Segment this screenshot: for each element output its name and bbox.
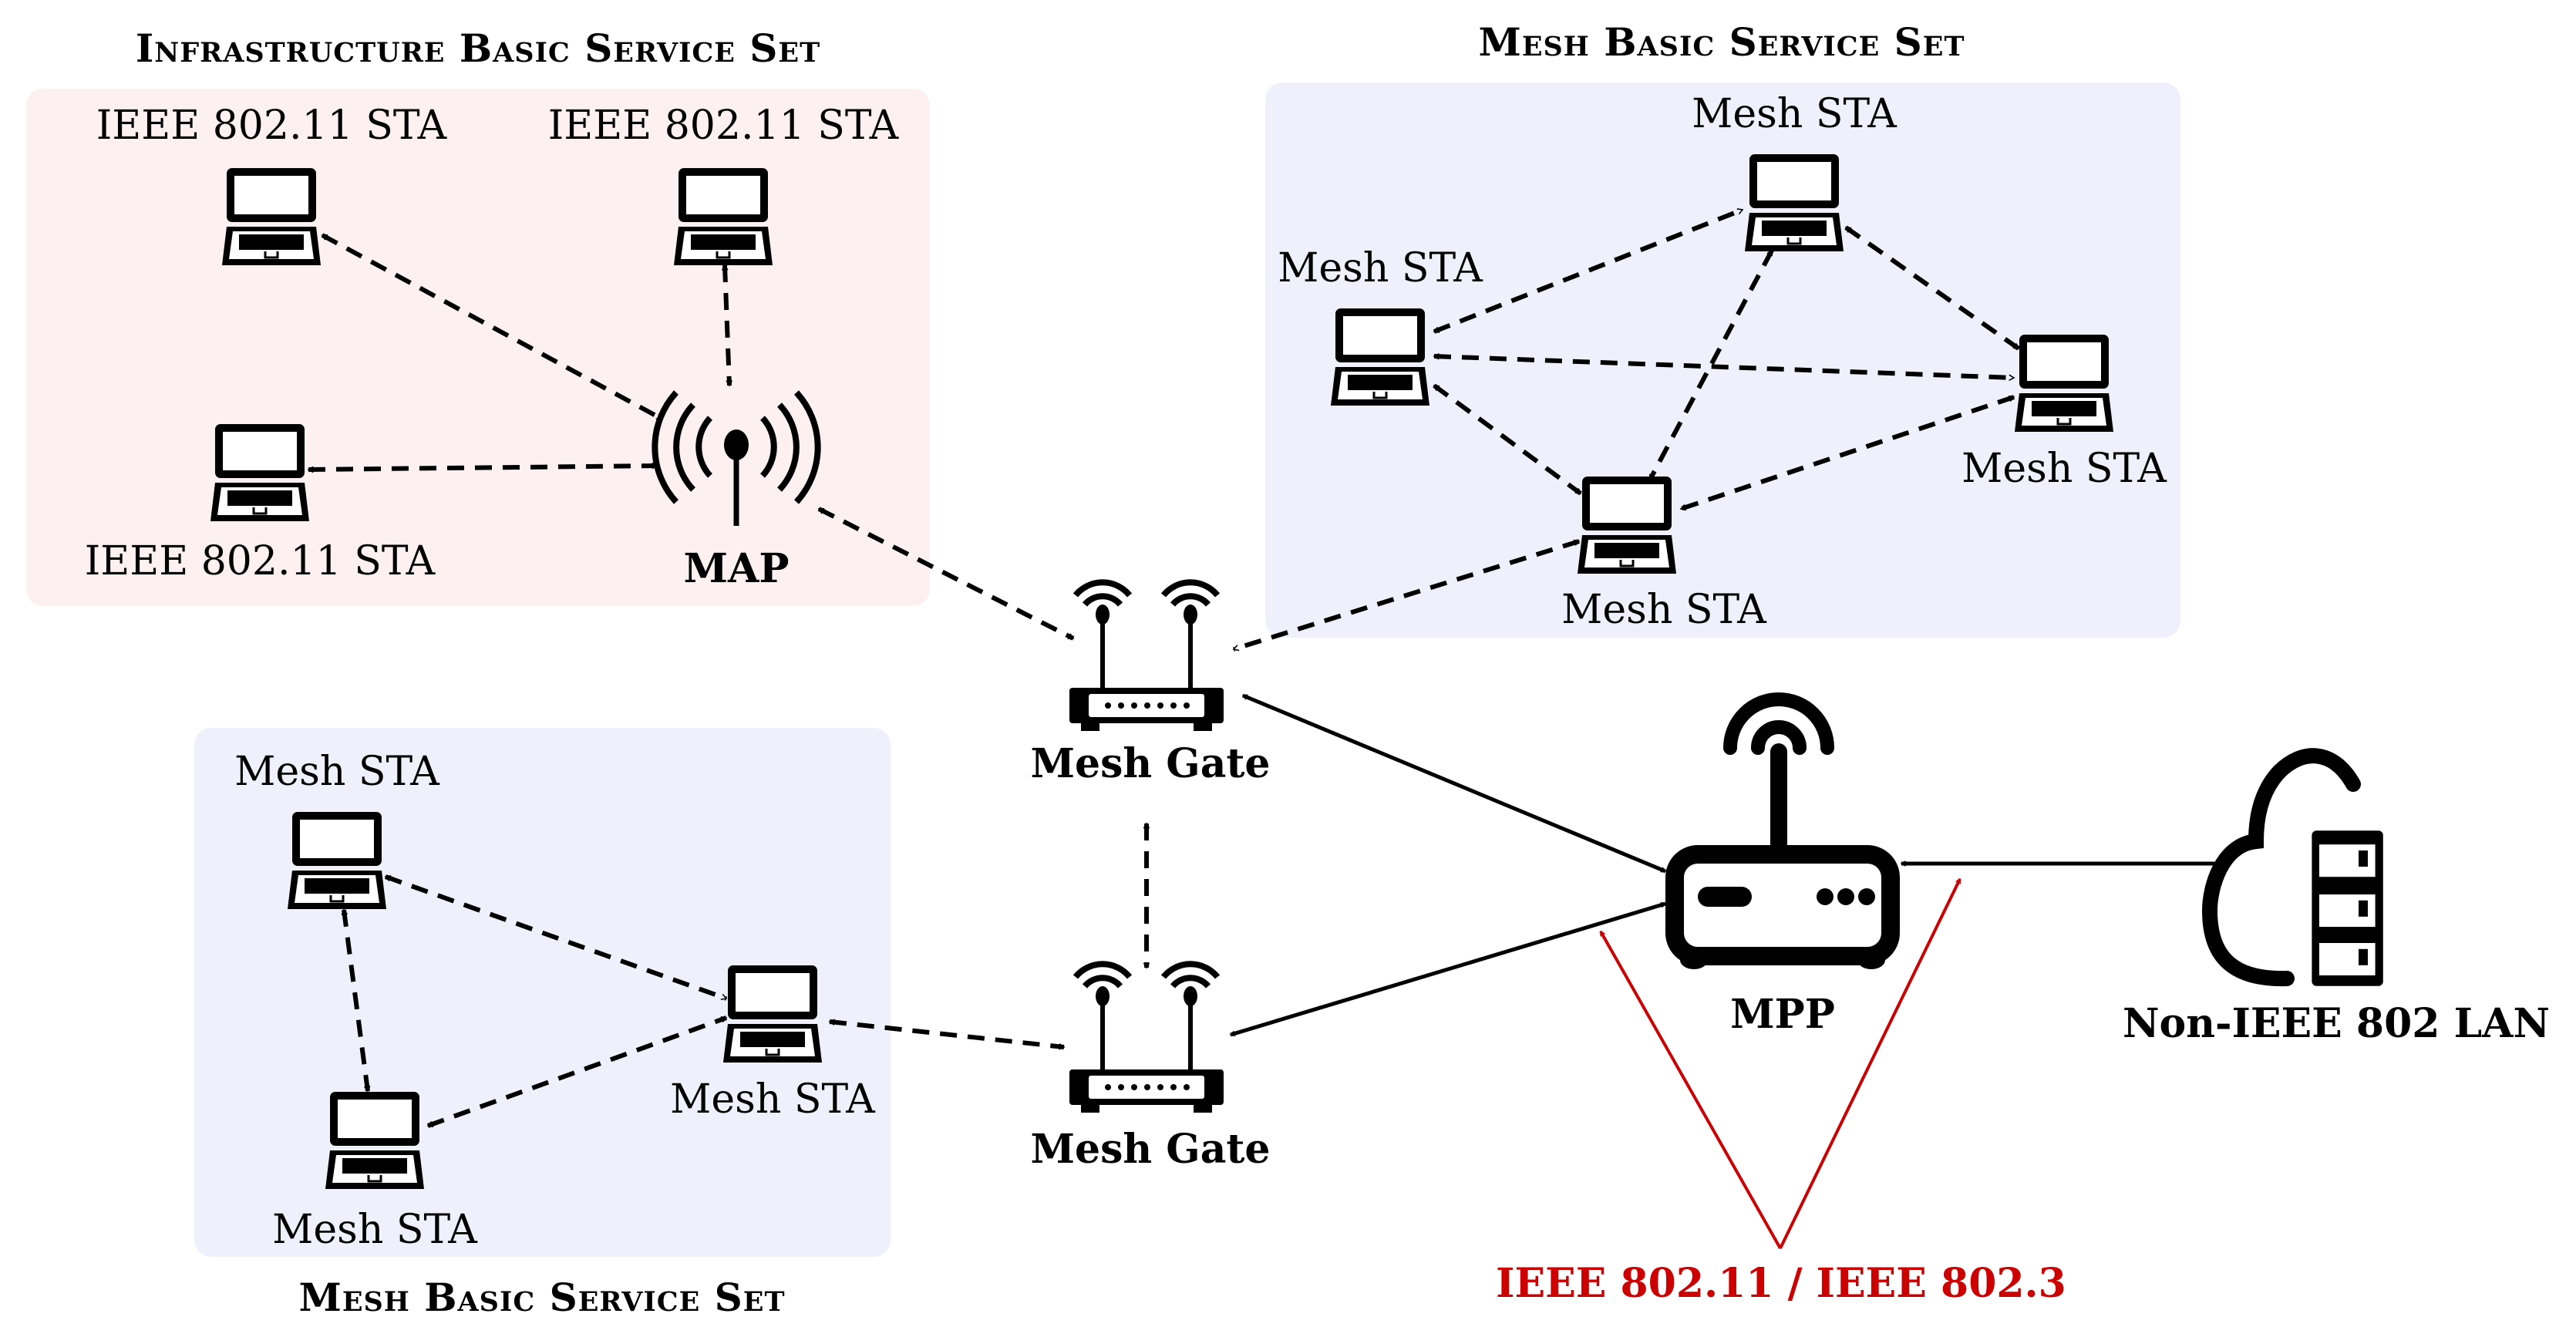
edges-mesh-top [1232,207,2020,652]
node-map[interactable]: MAP [652,390,821,592]
edge-mbb-mbr [426,1015,728,1128]
edge-mtr-mtb [1679,395,2015,511]
edge-mtt-mtb [1648,249,1774,481]
node-ieee-sta-3[interactable]: IEEE 802.11 STA [85,423,436,584]
node-label: Mesh Gate [1030,1126,1270,1173]
edge-gate1-mpp [1241,693,1667,874]
annotation-lines [1599,877,1961,1249]
node-mesh-gate-1[interactable]: Mesh Gate [1030,582,1271,787]
edge-mbr-gate2 [828,1019,1066,1050]
laptop-icon [1743,153,1845,253]
laptop-icon [286,810,388,911]
node-label: MAP [683,545,789,592]
node-mesh-sta-top-3[interactable]: Mesh STA [1961,333,2167,492]
node-label: MPP [1730,991,1835,1038]
edges-mesh-bottom [341,874,1066,1128]
node-label: IEEE 802.11 STA [548,103,900,149]
annotation-line-left [1599,930,1782,1249]
node-label: Non-IEEE 802 LAN [2123,1000,2550,1047]
edge-sta3-map [307,462,658,473]
node-lan[interactable]: Non-IEEE 802 LAN [2123,748,2550,1047]
laptop-icon [672,167,774,267]
node-label: Mesh STA [1692,91,1897,137]
node-label: IEEE 802.11 STA [85,538,436,584]
edge-mtb-gate1 [1232,539,1581,652]
node-label: Mesh STA [670,1076,876,1123]
node-mesh-sta-top-1[interactable]: Mesh STA [1692,91,1897,253]
edge-sta2-map [721,264,733,387]
laptop-icon [722,964,823,1064]
node-label: Mesh STA [272,1207,478,1253]
router-icon [1069,964,1224,1113]
node-label: IEEE 802.11 STA [96,103,448,149]
edge-mbt-mbb [341,908,371,1093]
infrastructure-bss-title: Infrastructure Basic Service Set [136,25,820,71]
edges-backbone [1143,693,2222,1037]
laptop-icon [209,423,311,523]
node-mesh-sta-bot-2[interactable]: Mesh STA [272,1090,478,1253]
edge-sta1-map [321,233,663,421]
annotation-label: IEEE 802.11 / IEEE 802.3 [1496,1260,2066,1307]
node-ieee-sta-2[interactable]: IEEE 802.11 STA [548,103,900,267]
edges-infrastructure [307,233,1075,641]
laptop-icon [1576,475,1678,575]
edge-mtt-mtr [1844,225,2020,351]
node-mesh-sta-top-2[interactable]: Mesh STA [1278,245,1483,407]
node-ieee-sta-1[interactable]: IEEE 802.11 STA [96,103,448,267]
edge-gate2-mpp [1229,901,1667,1037]
node-label: Mesh STA [1561,587,1767,633]
node-mesh-gate-2[interactable]: Mesh Gate [1030,964,1271,1173]
mesh-bss-top-title: Mesh Basic Service Set [1478,19,1965,65]
laptop-icon [221,167,322,267]
edge-mbt-mbr [384,874,728,1001]
laptop-icon [324,1090,426,1191]
edge-mtl-mtb [1433,383,1582,496]
annotation-line-right [1779,877,1961,1249]
laptop-icon [1329,307,1431,407]
cloud-server-icon [2201,748,2383,987]
node-mesh-sta-bot-1[interactable]: Mesh STA [234,749,440,911]
edge-map-gate1 [817,507,1075,641]
node-mesh-sta-top-4[interactable]: Mesh STA [1561,475,1767,633]
infrastructure-bss-box [26,89,930,606]
node-label: Mesh STA [1278,245,1483,291]
router-icon [1069,582,1224,731]
node-mesh-sta-bot-3[interactable]: Mesh STA [670,964,876,1123]
node-label: Mesh STA [1961,446,2167,492]
node-label: Mesh Gate [1030,740,1270,787]
node-label: Mesh STA [234,749,440,795]
node-mpp[interactable]: MPP [1665,692,1900,1038]
laptop-icon [2013,333,2115,433]
mesh-bss-bottom-title: Mesh Basic Service Set [298,1275,785,1320]
router-icon [1665,692,1900,969]
